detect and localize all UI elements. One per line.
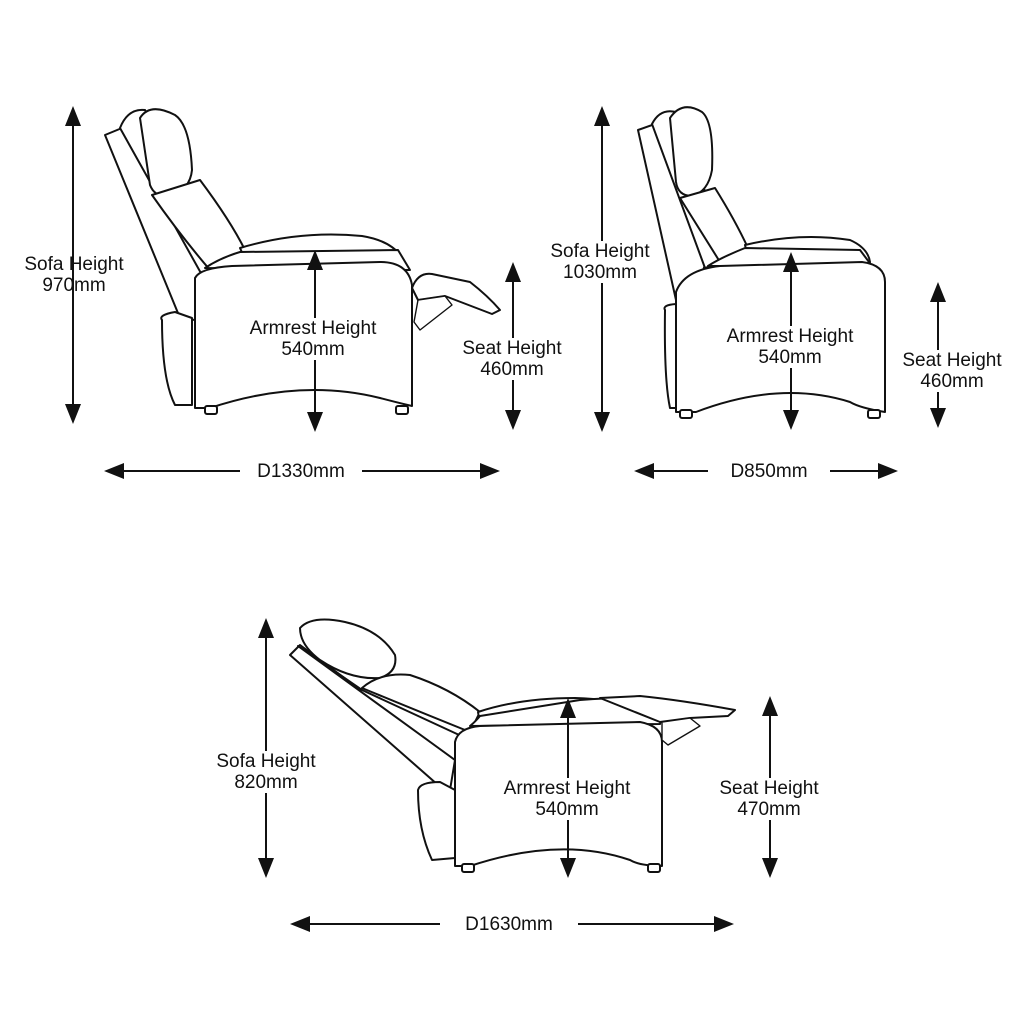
depth-arrow-3 [290, 916, 734, 932]
chair-foot-front [461, 863, 475, 873]
seat-height-label-2: Seat Height 460mm [890, 350, 1014, 392]
armrest-height-label-3: Armrest Height 540mm [487, 778, 647, 820]
sofa-height-title: Sofa Height [24, 254, 124, 275]
depth-arrow-2 [634, 463, 898, 479]
depth-arrow-1 [104, 463, 500, 479]
sofa-height-label-3: Sofa Height 820mm [205, 751, 327, 793]
chair-back-cushion [361, 673, 481, 733]
armrest-height-value: 540mm [281, 339, 345, 360]
sofa-height-title: Sofa Height [550, 241, 650, 262]
chair-headrest [669, 106, 714, 197]
depth-label-2: D850mm [730, 461, 808, 482]
armrest-height-value: 540mm [758, 347, 822, 368]
seat-height-label-3: Seat Height 470mm [706, 778, 832, 820]
chair-foot-front [204, 405, 218, 415]
chair-footrest-mechanism [661, 717, 701, 746]
armrest-height-title: Armrest Height [503, 778, 631, 799]
sofa-height-title: Sofa Height [216, 751, 316, 772]
recliner-partially-reclined [104, 108, 501, 415]
chair-foot-front [679, 409, 693, 419]
depth-label-1: D1330mm [257, 461, 345, 482]
seat-height-title: Seat Height [902, 350, 1002, 371]
seat-height-title: Seat Height [719, 778, 819, 799]
chair-lower-back [417, 781, 456, 861]
chair-footrest [599, 695, 736, 723]
chair-footrest-mechanism [413, 295, 453, 331]
sofa-height-value: 970mm [42, 275, 106, 296]
sofa-height-arrow-1 [65, 106, 81, 424]
chair-foot-back [867, 409, 881, 419]
sofa-height-arrow-3 [258, 618, 274, 878]
sofa-height-value: 1030mm [563, 262, 637, 283]
armrest-height-title: Armrest Height [249, 318, 377, 339]
armrest-height-label-2: Armrest Height 540mm [710, 326, 870, 368]
chair-foot-back [647, 863, 661, 873]
chair-footrest [411, 272, 501, 315]
chair-headrest [299, 618, 397, 680]
armrest-height-label-1: Armrest Height 540mm [233, 318, 393, 360]
armrest-height-title: Armrest Height [726, 326, 854, 347]
sofa-height-label-1: Sofa Height 970mm [14, 254, 134, 296]
seat-height-label-1: Seat Height 460mm [452, 338, 572, 380]
recliner-fully-reclined [289, 618, 736, 873]
armrest-height-value: 540mm [535, 799, 599, 820]
depth-label-3: D1630mm [465, 914, 553, 935]
recliner-upright [637, 106, 886, 419]
sofa-height-value: 820mm [234, 772, 298, 793]
seat-height-value: 470mm [737, 799, 801, 820]
sofa-height-label-2: Sofa Height 1030mm [540, 241, 660, 283]
seat-height-title: Seat Height [462, 338, 562, 359]
chair-foot-back [395, 405, 409, 415]
seat-height-value: 460mm [480, 359, 544, 380]
seat-height-value: 460mm [920, 371, 984, 392]
chair-lower-back [160, 311, 193, 406]
